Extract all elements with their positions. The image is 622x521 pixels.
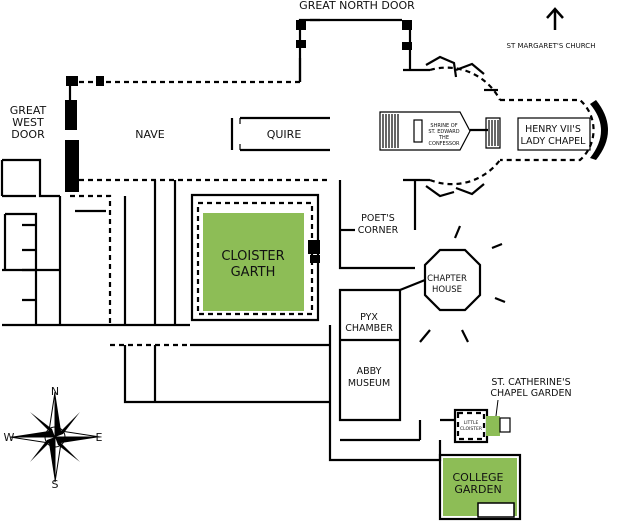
- quire-outline: [230, 116, 330, 152]
- college-garden: [438, 453, 522, 521]
- svg-text:POET'S: POET'S: [361, 213, 395, 224]
- compass-rose-icon: [9, 391, 101, 483]
- svg-text:ABBY: ABBY: [357, 366, 382, 377]
- svg-text:CHAPTER: CHAPTER: [427, 274, 467, 284]
- svg-text:COLLEGE: COLLEGE: [452, 471, 503, 484]
- svg-text:CLOISTER: CLOISTER: [460, 426, 482, 432]
- nave-label: NAVE: [135, 128, 165, 141]
- svg-text:PYX: PYX: [360, 312, 378, 323]
- shrine-outline: [379, 111, 471, 151]
- svg-text:MUSEUM: MUSEUM: [348, 378, 390, 389]
- little-cloister: [453, 408, 511, 444]
- st-margarets-church-label: ST MARGARET'S CHURCH: [507, 42, 596, 50]
- great-west-door-label: GREAT WEST DOOR: [10, 104, 47, 141]
- svg-text:W: W: [4, 431, 15, 444]
- abby-museum-label: ABBY MUSEUM: [348, 366, 390, 389]
- poets-corner-label: POET'S CORNER: [358, 213, 399, 236]
- compass-labels: N S E W: [4, 385, 103, 491]
- svg-text:E: E: [96, 431, 103, 444]
- svg-text:THE: THE: [438, 135, 449, 141]
- shrine-label: SHRINE OF ST. EDWARD THE CONFESSOR: [428, 123, 460, 147]
- cloister-garth-green: [203, 213, 304, 311]
- st-catherines-label: ST. CATHERINE'S CHAPEL GARDEN: [490, 377, 572, 417]
- apse-chapels: [425, 55, 608, 198]
- cloister-garth-label: CLOISTER GARTH: [221, 249, 284, 280]
- south-buildings: [110, 288, 455, 462]
- nave-walls: [65, 18, 430, 270]
- svg-text:CORNER: CORNER: [358, 225, 399, 236]
- west-buildings: [0, 158, 190, 327]
- svg-text:HOUSE: HOUSE: [432, 285, 462, 295]
- college-garden-label: COLLEGE GARDEN: [452, 471, 503, 496]
- svg-text:GREAT: GREAT: [10, 104, 47, 117]
- svg-text:LADY CHAPEL: LADY CHAPEL: [521, 136, 587, 147]
- svg-text:GARDEN: GARDEN: [454, 483, 501, 496]
- svg-text:LITTLE: LITTLE: [464, 420, 479, 426]
- chapter-house: [399, 225, 506, 343]
- north-arrow-icon: [546, 7, 564, 30]
- svg-text:CONFESSOR: CONFESSOR: [429, 141, 460, 147]
- cloister-walls: [190, 193, 320, 322]
- great-north-door-label: GREAT NORTH DOOR: [299, 0, 415, 12]
- svg-text:CHAPEL GARDEN: CHAPEL GARDEN: [490, 388, 571, 399]
- svg-text:HENRY VII'S: HENRY VII'S: [525, 124, 581, 135]
- svg-text:CHAMBER: CHAMBER: [345, 323, 393, 334]
- little-cloister-label: LITTLE CLOISTER: [460, 420, 482, 432]
- pyx-chamber-label: PYX CHAMBER: [345, 312, 393, 334]
- quire-label: QUIRE: [267, 128, 302, 141]
- svg-text:ST. CATHERINE'S: ST. CATHERINE'S: [491, 377, 570, 388]
- svg-text:ST. EDWARD: ST. EDWARD: [428, 129, 459, 135]
- svg-text:WEST: WEST: [12, 116, 44, 129]
- chapter-house-label: CHAPTER HOUSE: [427, 274, 467, 295]
- svg-text:DOOR: DOOR: [11, 128, 45, 141]
- svg-text:CLOISTER: CLOISTER: [221, 249, 284, 264]
- svg-text:N: N: [51, 385, 59, 398]
- svg-text:SHRINE OF: SHRINE OF: [430, 123, 457, 129]
- svg-text:GARTH: GARTH: [231, 265, 276, 280]
- henry-vii-label: HENRY VII'S LADY CHAPEL: [521, 124, 587, 147]
- svg-text:S: S: [52, 478, 59, 491]
